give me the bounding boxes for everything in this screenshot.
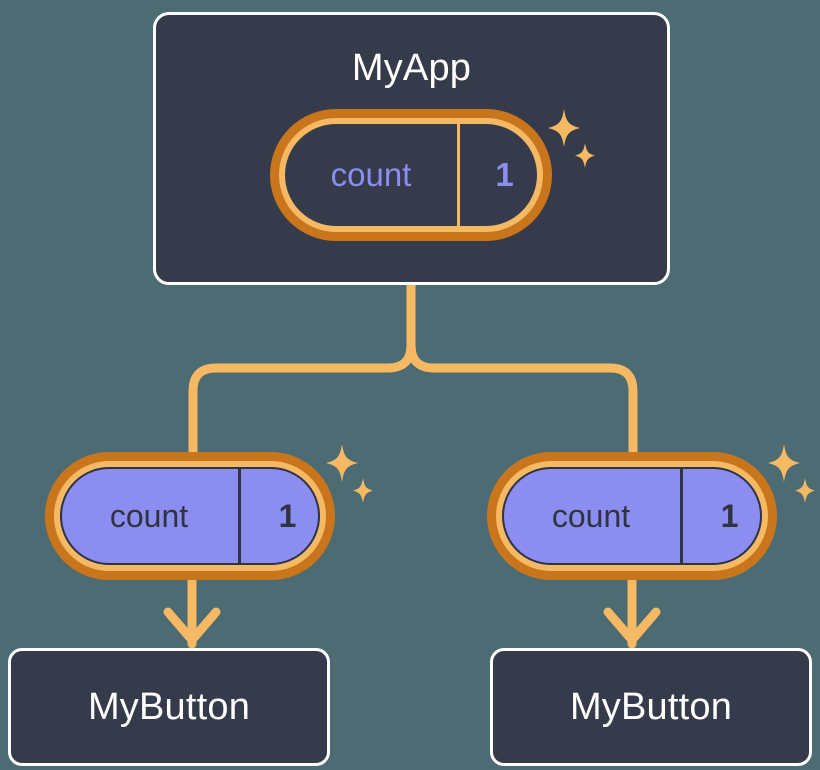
child-right-title: MyButton: [569, 686, 733, 728]
root-state-key: count: [330, 156, 412, 193]
root-state-pill-wrapper: count 1: [270, 109, 595, 241]
child-right-state-pill-wrapper: count 1: [487, 444, 815, 580]
child-left-title: MyButton: [87, 686, 251, 728]
page-title: MyApp: [351, 47, 472, 89]
child-left-state-value: 1: [238, 467, 320, 565]
child-right-state-pill-inner: count 1: [502, 467, 762, 565]
child-right-state-pill[interactable]: count 1: [487, 452, 777, 580]
child-left-state-key: count: [109, 497, 189, 534]
child-left-state-pill[interactable]: count 1: [45, 452, 335, 580]
child-left-state-pill-wrapper: count 1: [45, 444, 373, 580]
root-state-value: 1: [457, 124, 537, 226]
child-right-state-key: count: [551, 497, 631, 534]
root-state-pill-inner: count 1: [285, 124, 537, 226]
child-left-state-pill-inner: count 1: [60, 467, 320, 565]
root-state-pill[interactable]: count 1: [270, 109, 552, 241]
child-left-component-card[interactable]: MyButton: [8, 648, 330, 766]
child-right-state-value: 1: [680, 467, 762, 565]
child-right-component-card[interactable]: MyButton: [490, 648, 812, 766]
